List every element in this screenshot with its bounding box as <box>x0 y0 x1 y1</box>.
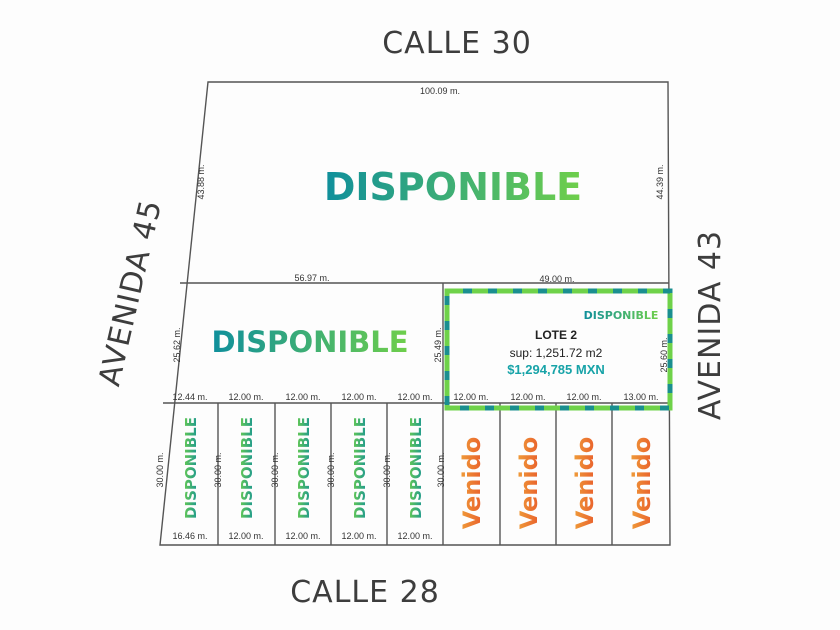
measure-row-bottom: 12.00 m. <box>397 531 432 541</box>
measure-row-depth: 30.00 m. <box>155 452 165 487</box>
measure-row-top: 13.00 m. <box>623 392 658 402</box>
measure-row-top: 12.44 m. <box>172 392 207 402</box>
lot-boundaries <box>159 81 671 546</box>
lot-small-available-status[interactable]: DISPONIBLE <box>295 417 313 519</box>
lot-2-price: $1,294,785 MXN <box>507 362 605 377</box>
measure-row-top: 12.00 m. <box>510 392 545 402</box>
measure-row-depth: 30.00 m. <box>326 452 336 487</box>
measure-row-depth: 30.00 m. <box>436 452 446 487</box>
measure-row-depth: 30.00 m. <box>213 452 223 487</box>
measure-row-depth: 30.00 m. <box>382 452 392 487</box>
measure-upper-left: 43.88 m. <box>196 164 206 199</box>
street-calle-30: CALLE 30 <box>382 26 532 61</box>
lot-big-top-status[interactable]: DISPONIBLE <box>324 165 582 209</box>
measure-row-top: 12.00 m. <box>453 392 488 402</box>
street-avenida-43: AVENIDA 43 <box>693 230 728 420</box>
lot-small-available-status[interactable]: DISPONIBLE <box>238 417 256 519</box>
lot-small-sold-status[interactable]: Venido <box>458 437 486 530</box>
measure-row-bottom: 12.00 m. <box>285 531 320 541</box>
measure-row-top: 12.00 m. <box>397 392 432 402</box>
lot-small-available-status[interactable]: DISPONIBLE <box>351 417 369 519</box>
lot-small-sold-status[interactable]: Venido <box>628 437 656 530</box>
lot-middle-left-status[interactable]: DISPONIBLE <box>211 325 408 359</box>
measure-row-top: 12.00 m. <box>285 392 320 402</box>
lot-small-sold-status[interactable]: Venido <box>515 437 543 530</box>
measure-row-bottom: 16.46 m. <box>172 531 207 541</box>
lot-2-status: DISPONIBLE <box>584 309 659 322</box>
lot-2-area: sup: 1,251.72 m2 <box>510 346 603 360</box>
street-avenida-45: AVENIDA 45 <box>92 196 169 389</box>
measurement-labels: 100.09 m. 43.88 m. 44.39 m. 56.97 m. 49.… <box>155 86 669 541</box>
measure-row-bottom: 12.00 m. <box>341 531 376 541</box>
measure-top-edge: 100.09 m. <box>420 86 460 96</box>
measure-mid-center-side: 25.49 m. <box>433 327 443 362</box>
lot-2-name: LOTE 2 <box>535 328 577 342</box>
lot-2-border <box>444 288 673 411</box>
measure-mid-left-side: 25.62 m. <box>172 327 182 362</box>
measure-row-bottom: 12.00 m. <box>228 531 263 541</box>
lot-2-border-alt <box>444 288 673 411</box>
lot-2-card[interactable]: DISPONIBLE LOTE 2 sup: 1,251.72 m2 $1,29… <box>444 288 673 411</box>
measure-middle-right-top: 49.00 m. <box>539 274 574 284</box>
measure-row-top: 12.00 m. <box>566 392 601 402</box>
measure-upper-right: 44.39 m. <box>655 164 665 199</box>
measure-mid-right-side: 25.60 m. <box>659 337 669 372</box>
lot-small-available-status[interactable]: DISPONIBLE <box>407 417 425 519</box>
street-calle-28: CALLE 28 <box>290 575 440 610</box>
measure-row-top: 12.00 m. <box>228 392 263 402</box>
measure-row-depth: 30.00 m. <box>270 452 280 487</box>
lot-small-available-status[interactable]: DISPONIBLE <box>182 417 200 519</box>
measure-middle-left-top: 56.97 m. <box>294 273 329 283</box>
measure-row-top: 12.00 m. <box>341 392 376 402</box>
lot-small-sold-status[interactable]: Venido <box>571 437 599 530</box>
